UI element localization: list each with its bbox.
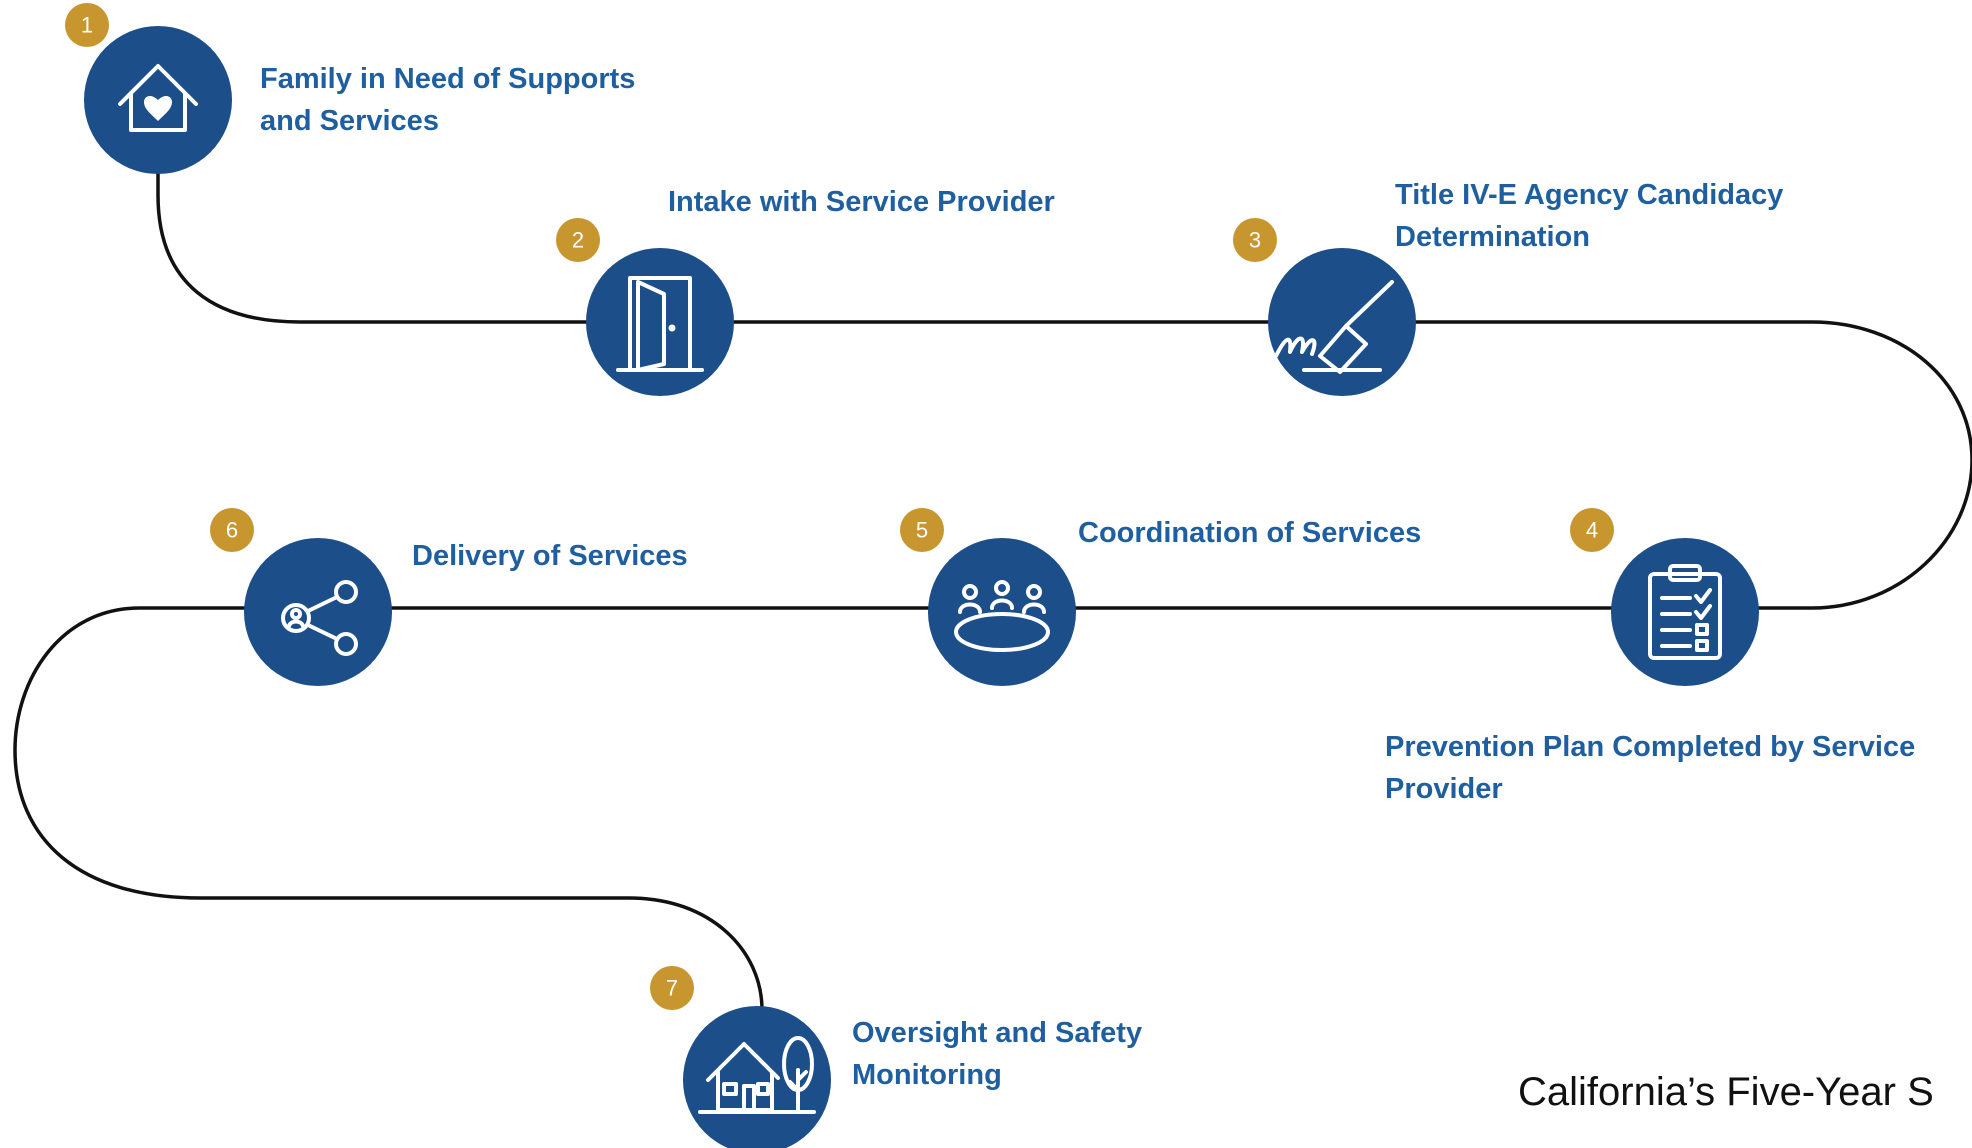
house-heart-icon [118, 64, 198, 132]
step-1-number: 1 [81, 13, 93, 38]
connector-path [13, 172, 1972, 1011]
step-2-label: Intake with Service Provider [668, 181, 1055, 223]
step-6-label-line-1: Delivery of Services [412, 540, 688, 572]
step-7-label: Oversight and Safety Monitoring [852, 1012, 1142, 1096]
step-2-number: 2 [572, 228, 584, 253]
step-3-number: 3 [1249, 228, 1261, 253]
step-5-label-line-1: Coordination of Services [1078, 517, 1422, 549]
step-6-circle [244, 538, 392, 686]
step-5: 5 [900, 508, 1076, 686]
step-1: 1 [65, 3, 232, 174]
step-3-badge [1233, 218, 1277, 262]
step-7-number: 7 [666, 976, 678, 1001]
step-4-number: 4 [1586, 518, 1598, 543]
step-6: 6 [210, 508, 392, 686]
step-7-badge [650, 966, 694, 1010]
step-1-label-line-2: and Services [260, 105, 439, 137]
step-4-label-line-2: Provider [1385, 773, 1503, 805]
clipboard-checklist-icon [1648, 564, 1722, 660]
signature-pen-icon [1274, 280, 1394, 374]
step-3-label-line-1: Title IV-E Agency Candidacy [1395, 179, 1784, 211]
step-1-label: Family in Need of Supports and Services [260, 58, 635, 142]
step-4-label-line-1: Prevention Plan Completed by Service [1385, 731, 1916, 763]
step-4: 4 [1570, 508, 1759, 686]
step-5-label: Coordination of Services [1078, 512, 1421, 554]
step-5-badge [900, 508, 944, 552]
step-3-label: Title IV-E Agency Candidacy Determinatio… [1395, 174, 1783, 258]
step-3: 3 [1233, 218, 1416, 396]
step-4-badge [1570, 508, 1614, 552]
step-6-number: 6 [226, 518, 238, 543]
person-share-icon [281, 580, 358, 656]
step-1-badge [65, 3, 109, 47]
step-6-badge [210, 508, 254, 552]
step-7: 7 [650, 966, 831, 1148]
step-2-badge [556, 218, 600, 262]
step-2-label-line-1: Intake with Service Provider [668, 186, 1055, 218]
house-tree-icon [698, 1036, 816, 1114]
step-2-circle [586, 248, 734, 396]
step-3-label-line-2: Determination [1395, 221, 1590, 253]
step-2: 2 [556, 218, 734, 396]
meeting-table-icon [954, 580, 1050, 652]
door-icon [616, 276, 704, 372]
step-7-label-line-2: Monitoring [852, 1059, 1002, 1091]
step-3-circle [1268, 248, 1416, 396]
footer-caption: California’s Five-Year S [1518, 1070, 1934, 1114]
step-1-label-line-1: Family in Need of Supports [260, 63, 636, 95]
step-7-label-line-1: Oversight and Safety [852, 1017, 1143, 1049]
step-5-number: 5 [916, 518, 928, 543]
step-4-label: Prevention Plan Completed by Service Pro… [1385, 726, 1915, 810]
step-6-label: Delivery of Services [412, 535, 688, 577]
